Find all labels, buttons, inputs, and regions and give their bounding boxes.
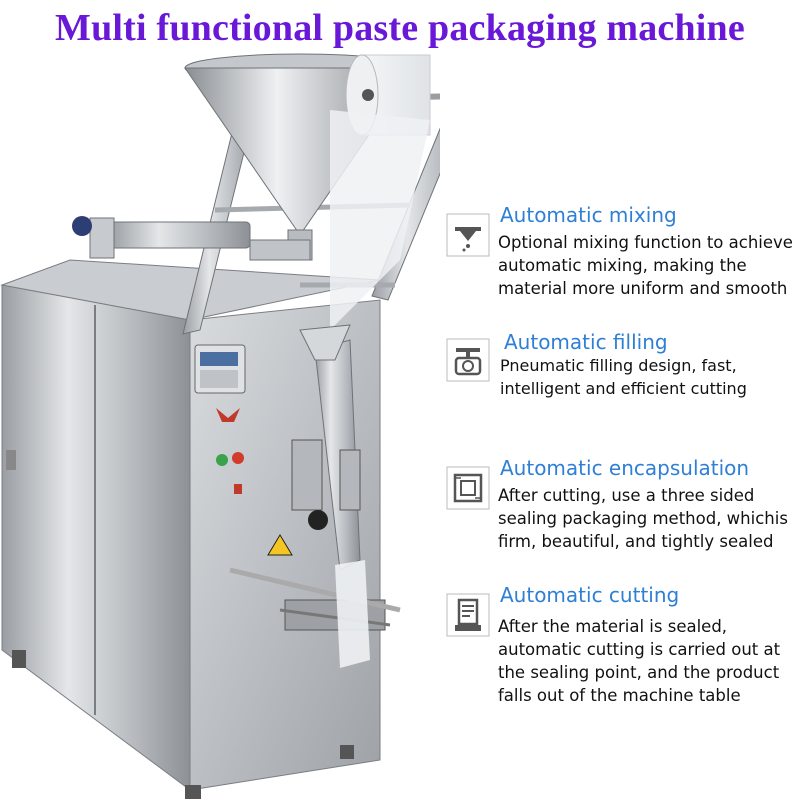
page-title: Multi functional paste packaging machine [55, 7, 745, 49]
feature-description: Optional mixing function to achieve auto… [498, 233, 793, 298]
feature-title: Automatic filling [504, 330, 668, 354]
machine-illustration [0, 53, 440, 799]
scale-icon [446, 338, 490, 382]
feature-description: Pneumatic filling design, fast, intellig… [500, 356, 747, 398]
feature-description: After cutting, use a three sided sealing… [498, 486, 788, 551]
feature-title: Automatic mixing [500, 203, 677, 227]
feature-description: After the material is sealed, automatic … [498, 617, 781, 705]
feature-title: Automatic encapsulation [500, 456, 750, 480]
film-seal-icon [446, 466, 490, 510]
feature-title: Automatic cutting [500, 583, 680, 607]
mixer-icon [446, 213, 490, 257]
receipt-cutter-icon [446, 593, 490, 637]
piston-cylinder [109, 221, 251, 249]
